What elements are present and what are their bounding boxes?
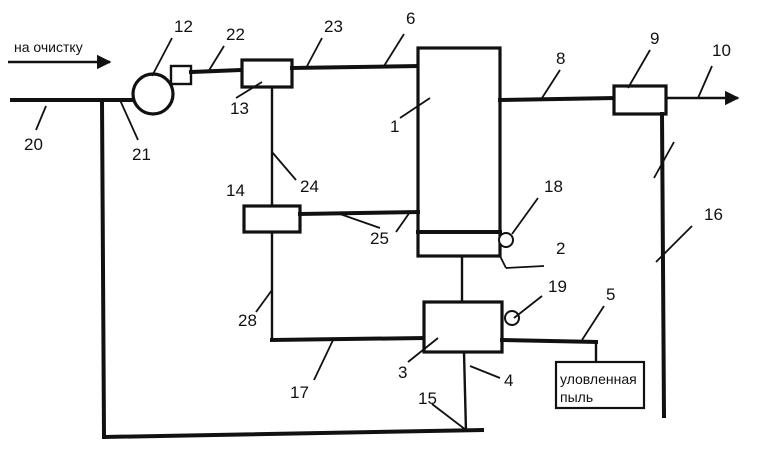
leader-13: [235, 81, 263, 99]
leader-24: [271, 151, 297, 181]
label-18: 18: [544, 177, 563, 196]
unit-13: [240, 58, 294, 89]
valve-19: [504, 310, 520, 326]
label-21: 21: [132, 145, 151, 164]
leader-12: [151, 37, 173, 77]
leader-25b: [395, 211, 411, 233]
label-5: 5: [606, 285, 615, 304]
unit-14: [242, 204, 302, 234]
label-2: 2: [556, 239, 565, 258]
leader-8: [541, 69, 561, 99]
return-vertical: [99, 97, 107, 440]
unit-3: [422, 300, 504, 354]
label-24: 24: [300, 177, 319, 196]
leader-2: [505, 265, 545, 269]
leader-21: [119, 99, 139, 141]
pipe-5: [499, 337, 599, 345]
label-6: 6: [406, 9, 415, 28]
leader-2b: [499, 255, 507, 269]
label-19: 19: [548, 277, 567, 296]
caption-dust-line2: пыль: [560, 389, 593, 405]
line-15: [101, 427, 485, 440]
pipe-25: [297, 209, 421, 217]
leader-6: [383, 33, 405, 67]
leader-16: [655, 225, 693, 263]
label-3: 3: [398, 363, 407, 382]
valve-18: [498, 232, 514, 248]
label-20: 20: [24, 135, 43, 154]
label-15: 15: [418, 389, 437, 408]
label-14: 14: [226, 181, 245, 200]
leader-16a: [653, 141, 675, 179]
leader-9: [627, 49, 651, 89]
label-1: 1: [390, 117, 399, 136]
leader-20: [35, 105, 47, 131]
column-1: [416, 46, 502, 258]
leader-5: [581, 305, 605, 341]
label-4: 4: [504, 371, 513, 390]
leader-15: [431, 403, 467, 431]
leader-18: [511, 197, 539, 235]
fan-12: [131, 72, 175, 116]
label-13: 13: [230, 99, 249, 118]
leader-17: [313, 337, 335, 381]
line-4: [462, 351, 468, 433]
pipe-8: [497, 95, 617, 103]
label-28: 28: [238, 311, 257, 330]
leader-10: [697, 65, 713, 99]
line-17: [269, 335, 427, 343]
leader-3: [407, 337, 439, 363]
unit-9: [612, 84, 668, 116]
leader-25: [339, 213, 381, 229]
leader-23: [305, 37, 323, 69]
leader-22: [207, 45, 225, 73]
label-23: 23: [324, 17, 343, 36]
pipe-23: [289, 63, 421, 71]
pipe-22: [188, 67, 245, 75]
leader-28: [255, 289, 273, 313]
label-17: 17: [290, 383, 309, 402]
dust-bin: [554, 360, 646, 410]
leader-1: [399, 97, 431, 119]
caption-dust-line1: уловленная: [560, 371, 637, 387]
label-9: 9: [650, 29, 659, 48]
label-10: 10: [712, 41, 731, 60]
label-12: 12: [174, 17, 193, 36]
caption-cleaning: на очистку: [14, 39, 83, 55]
leader-19: [513, 295, 543, 319]
fan-12-motor: [169, 64, 193, 86]
label-8: 8: [556, 49, 565, 68]
label-25: 25: [370, 229, 389, 248]
leader-4: [469, 365, 501, 379]
label-22: 22: [226, 25, 245, 44]
label-16: 16: [704, 205, 723, 224]
